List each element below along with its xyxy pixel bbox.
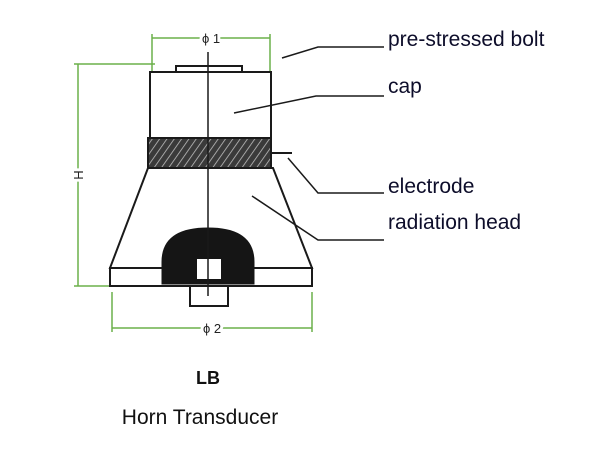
transducer-body xyxy=(108,71,314,287)
bottom-diameter-label: ϕ 2 xyxy=(203,321,221,336)
leader-lines xyxy=(233,46,384,241)
cap xyxy=(149,71,272,139)
center-nut xyxy=(195,257,223,281)
label-head: radiation head xyxy=(388,211,521,234)
caption: Horn Transducer xyxy=(122,406,278,429)
label-cap: cap xyxy=(388,75,422,98)
leader-electrode xyxy=(287,157,384,194)
leader-bolt xyxy=(281,46,384,59)
leader-head xyxy=(251,195,384,241)
bolt-head xyxy=(175,65,243,72)
leader-cap xyxy=(233,95,384,114)
height-label: H xyxy=(71,170,86,179)
model-code: LB xyxy=(196,368,220,388)
top-diameter-label: ϕ 1 xyxy=(202,31,220,46)
electrode-stack xyxy=(147,137,272,169)
dimension-lines xyxy=(74,34,313,332)
label-electrode: electrode xyxy=(388,175,474,198)
bolt-stub xyxy=(189,285,229,307)
label-bolt: pre-stressed bolt xyxy=(388,28,545,51)
